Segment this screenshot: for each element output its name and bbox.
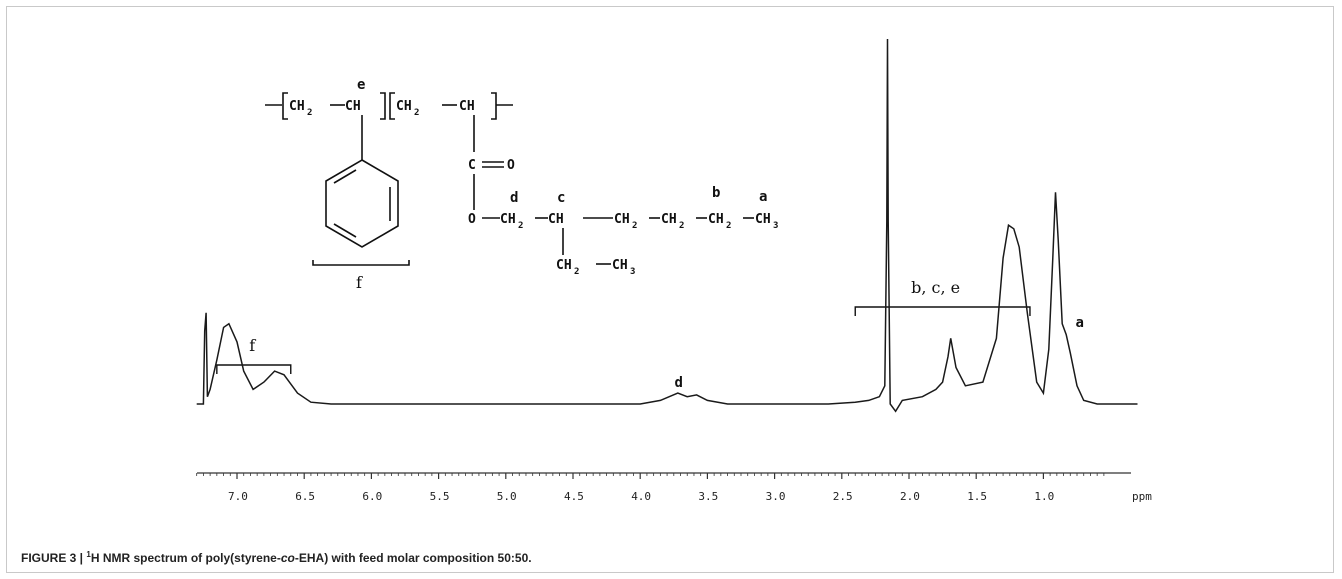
annotation-label: b, c, e: [911, 278, 960, 297]
svg-text:2: 2: [574, 267, 579, 277]
svg-text:CH: CH: [661, 212, 677, 227]
svg-text:CH: CH: [396, 99, 412, 114]
annotation-label: f: [249, 336, 256, 355]
svg-text:2: 2: [307, 108, 312, 118]
peak-annotations: f d b, c, e a: [216, 278, 1084, 391]
tick-labels: 7.0 6.5 6.0 5.5 5.0 4.5 4.0 3.5 3.0 2.5 2.0 1.5 1.0: [228, 490, 1054, 503]
svg-text:3: 3: [773, 221, 778, 231]
label-b: b: [712, 185, 720, 201]
svg-text:2: 2: [726, 221, 731, 231]
svg-text:2: 2: [518, 221, 523, 231]
svg-text:CH: CH: [708, 212, 724, 227]
svg-text:O: O: [507, 158, 515, 173]
annotation-bracket: [216, 364, 292, 374]
tick-label: 6.0: [362, 490, 382, 503]
svg-text:2: 2: [414, 108, 419, 118]
svg-text:CH: CH: [459, 99, 475, 114]
tick-label: 4.0: [631, 490, 651, 503]
svg-text:CH: CH: [755, 212, 771, 227]
label-a: a: [759, 189, 767, 205]
tick-label: 1.0: [1034, 490, 1054, 503]
label-c: c: [557, 190, 565, 206]
annotation-label: d: [675, 375, 683, 391]
svg-text:CH: CH: [614, 212, 630, 227]
tick-label: 3.0: [766, 490, 786, 503]
svg-text:CH: CH: [556, 258, 572, 273]
svg-text:CH: CH: [289, 99, 305, 114]
annotation-bracket: [854, 306, 1031, 316]
tick-label: 2.0: [900, 490, 920, 503]
annotation-label: a: [1076, 315, 1084, 331]
svg-text:CH: CH: [548, 212, 564, 227]
tick-label: 5.0: [497, 490, 517, 503]
tick-label: 1.5: [967, 490, 987, 503]
figure-caption: FIGURE 3 | 1H NMR spectrum of poly(styre…: [21, 550, 532, 565]
svg-text:2: 2: [632, 221, 637, 231]
spectrum-line: [196, 38, 1138, 413]
tick-label: 6.5: [295, 490, 315, 503]
label-f-structure: f: [356, 273, 363, 292]
tick-label: 3.5: [698, 490, 718, 503]
label-e: e: [357, 77, 365, 93]
svg-text:CH: CH: [500, 212, 516, 227]
svg-text:2: 2: [679, 221, 684, 231]
tick-label: 2.5: [833, 490, 853, 503]
svg-text:CH: CH: [345, 99, 361, 114]
tick-label: 7.0: [228, 490, 248, 503]
chemical-structure: [265, 92, 754, 266]
tick-label: 5.5: [430, 490, 450, 503]
svg-text:CH: CH: [612, 258, 628, 273]
svg-text:3: 3: [630, 267, 635, 277]
axis-unit-label: ppm: [1132, 490, 1152, 503]
svg-text:O: O: [468, 212, 476, 227]
tick-label: 4.5: [564, 490, 584, 503]
svg-text:C: C: [468, 158, 476, 173]
label-d: d: [510, 190, 518, 206]
